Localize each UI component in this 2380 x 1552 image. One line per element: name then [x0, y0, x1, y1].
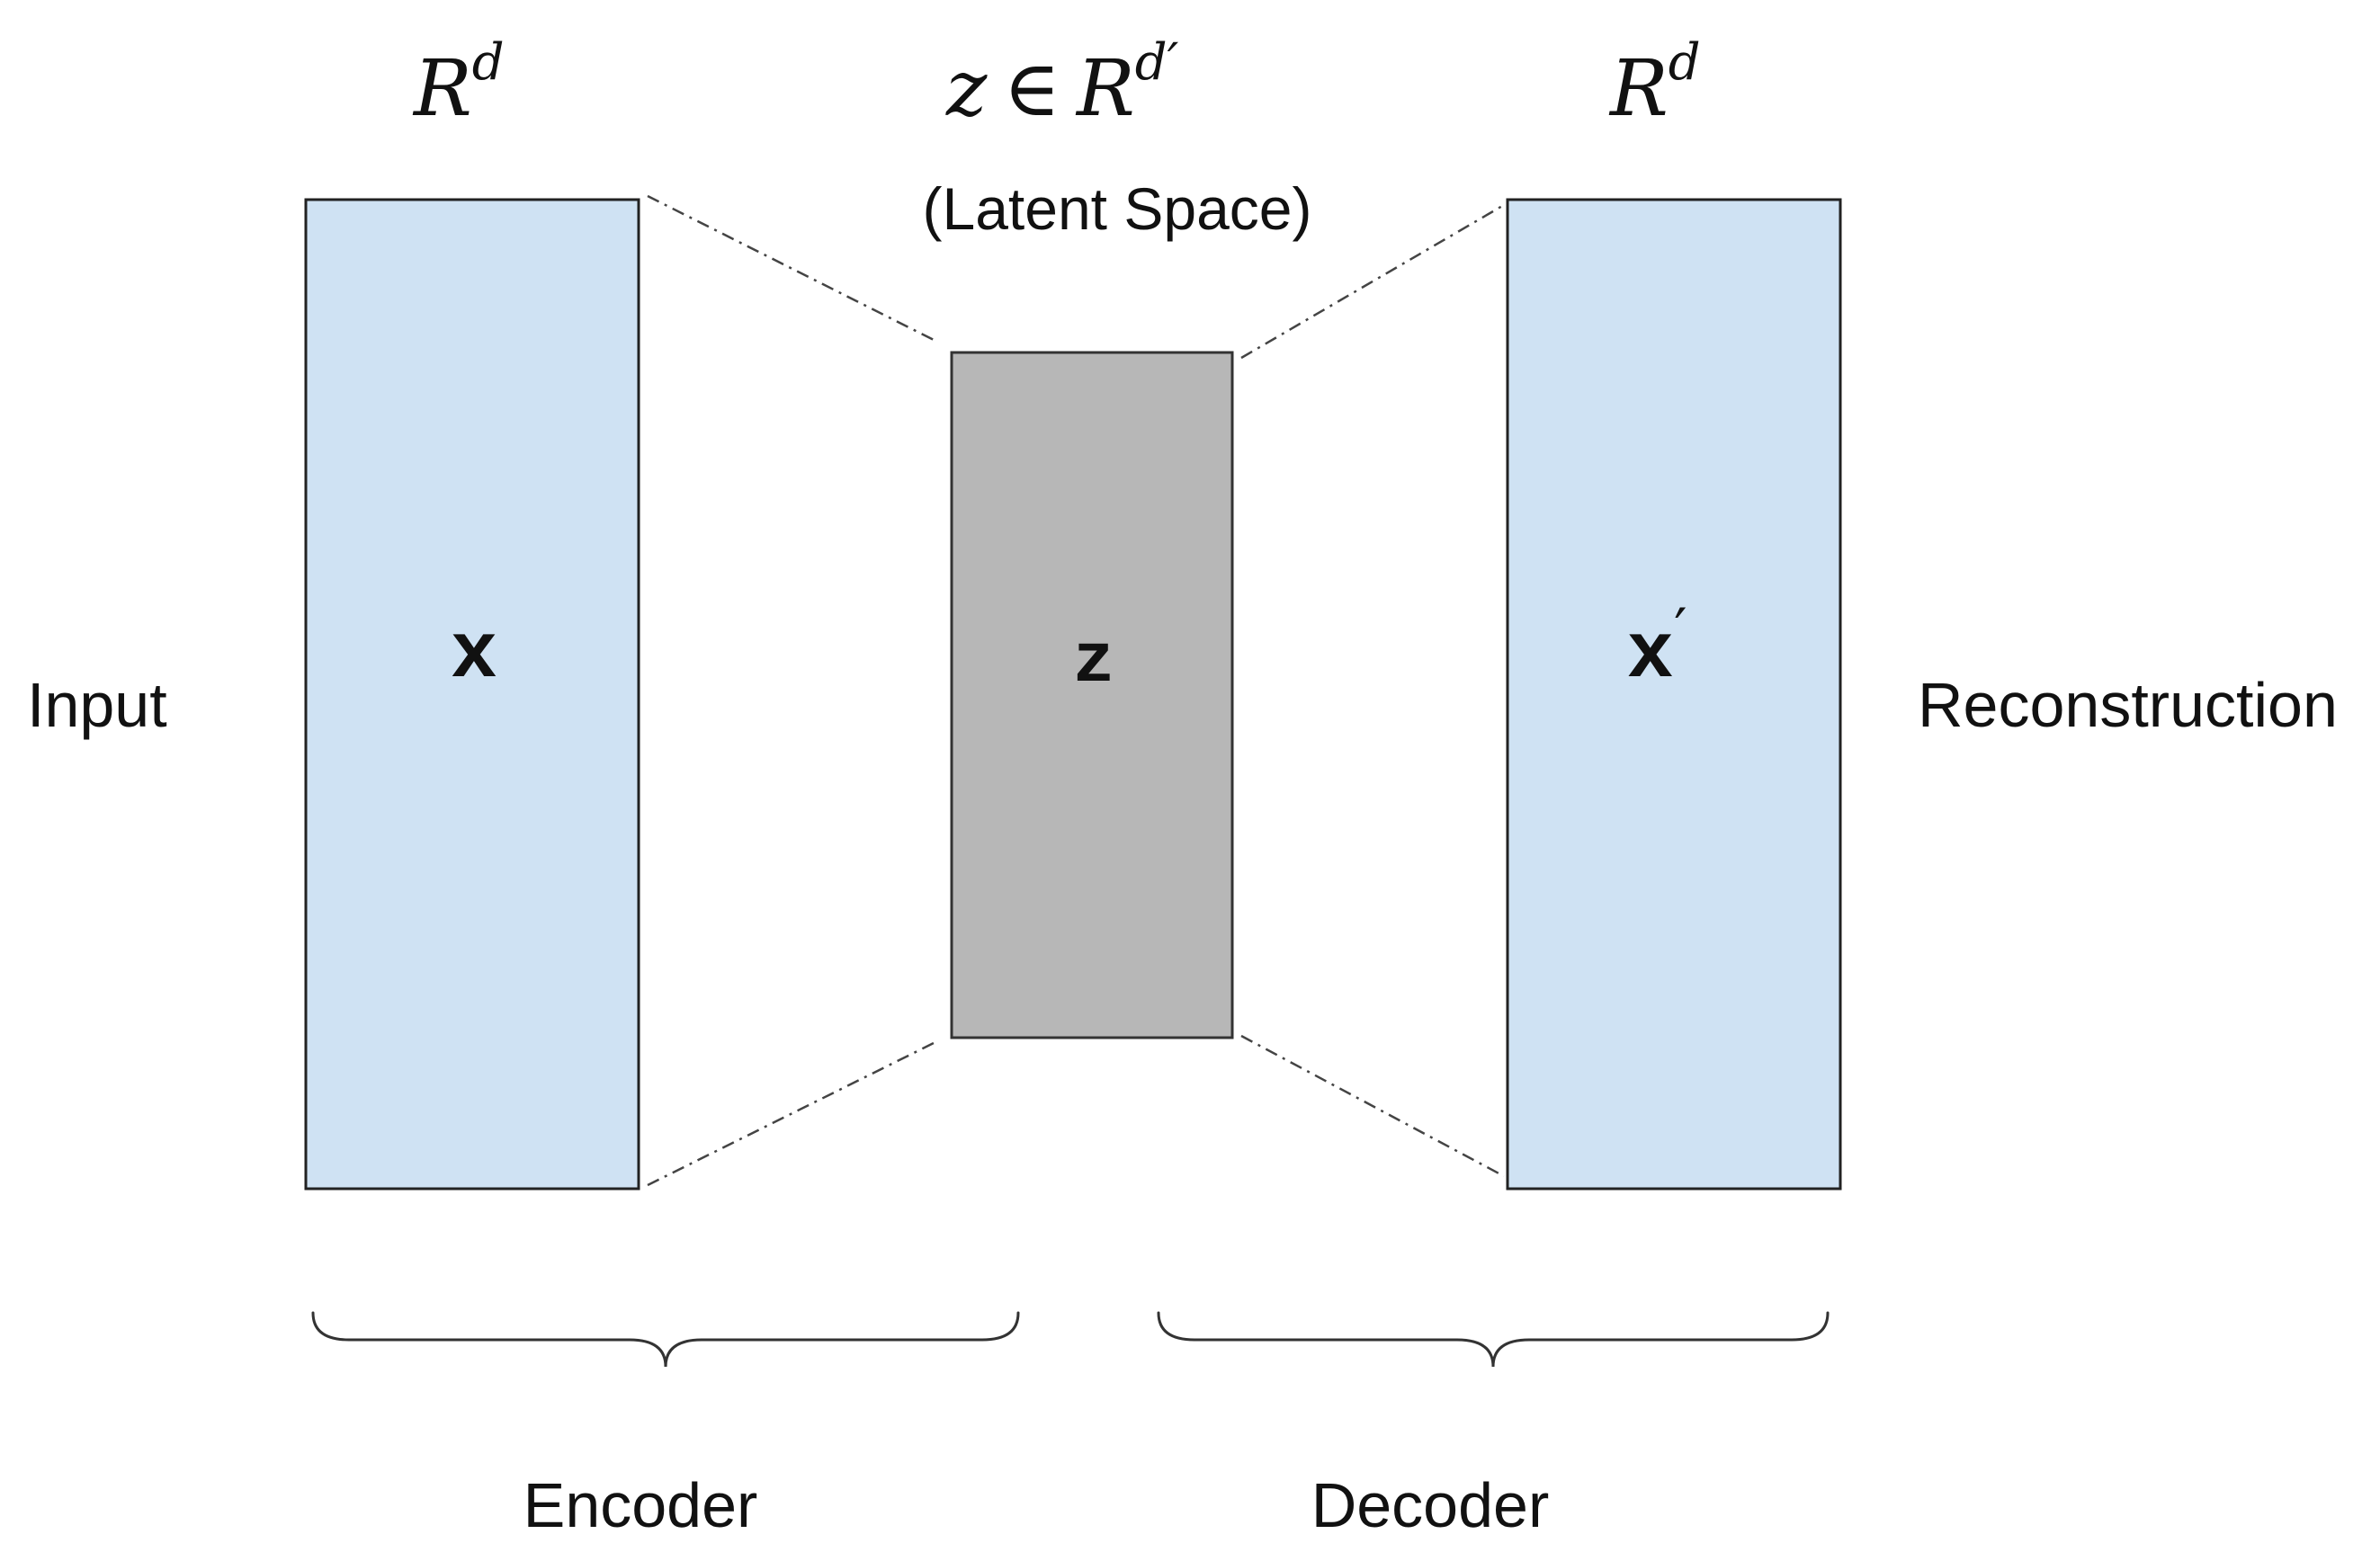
input-label: Input [27, 670, 167, 740]
output-box [1506, 198, 1842, 1191]
encoder-label: Encoder [523, 1470, 758, 1540]
decoder-brace [1157, 1311, 1830, 1368]
latent-space-base: R [1075, 44, 1135, 134]
latent-box [950, 351, 1234, 1039]
reconstruction-label: Reconstruction [1918, 670, 2338, 740]
input-box [304, 198, 640, 1191]
input-space-exp: d [472, 33, 505, 92]
input-vector-label: x [451, 611, 498, 700]
output-space-base: R [1608, 44, 1669, 134]
encoder-top-connector [647, 194, 938, 343]
input-space-base: R [412, 44, 472, 134]
element-of-symbol: ∈ [1003, 44, 1060, 134]
encoder-brace [311, 1311, 1020, 1368]
output-vector-label: x′ [1626, 597, 1687, 700]
output-vector-base: x [1626, 611, 1674, 700]
latent-space-exp: d′ [1135, 33, 1179, 92]
output-space-exp: d [1669, 33, 1701, 92]
latent-vector-label: z [1073, 623, 1115, 702]
latent-var: z [945, 44, 988, 134]
decoder-bottom-connector [1240, 1034, 1505, 1178]
decoder-label: Decoder [1311, 1470, 1550, 1540]
latent-space-math: z∈Rd′ [945, 33, 1179, 134]
input-space-label: Rd [412, 33, 505, 134]
encoder-bottom-connector [647, 1039, 938, 1187]
latent-space-caption: (Latent Space) [923, 175, 1312, 242]
output-vector-prime: ′ [1674, 597, 1687, 664]
decoder-top-connector [1240, 203, 1505, 360]
output-space-label: Rd [1608, 33, 1701, 134]
